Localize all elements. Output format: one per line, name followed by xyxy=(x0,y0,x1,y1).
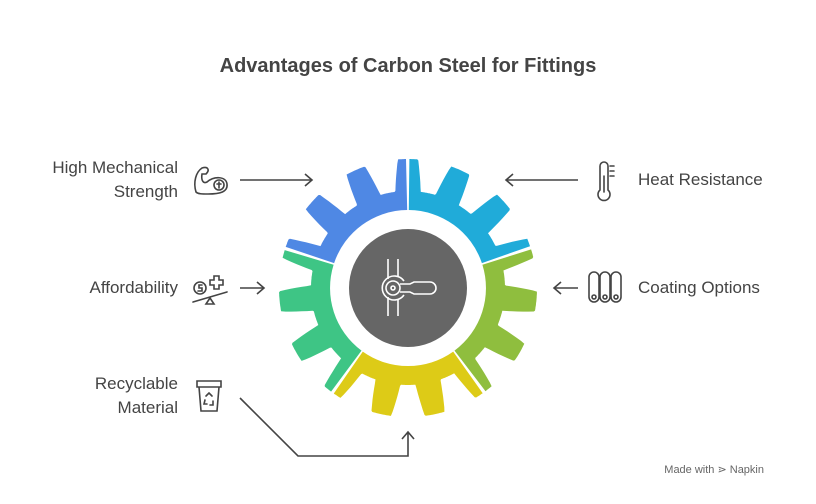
arrow-affordability xyxy=(240,281,266,295)
flexed-arm-icon xyxy=(194,166,228,195)
arrow-recyclable-material xyxy=(239,397,415,457)
label-line: Strength xyxy=(113,182,178,201)
label-line: High Mechanical xyxy=(52,158,178,177)
label-high-mechanical-strength: High Mechanical Strength xyxy=(52,156,178,204)
segment-heat-resistance xyxy=(408,159,530,264)
segment-affordability xyxy=(279,250,362,392)
thermometer-icon xyxy=(597,161,615,202)
label-coating-options: Coating Options xyxy=(638,278,760,297)
arrow-heat-resistance xyxy=(504,173,578,187)
pipe-fitting-icon xyxy=(381,259,437,316)
connectors xyxy=(239,173,578,457)
gear xyxy=(279,159,537,416)
segment-high-mechanical-strength xyxy=(285,159,408,264)
segment-coating-options xyxy=(454,249,537,392)
dollar-scale-icon xyxy=(192,275,228,305)
arrow-coating-options xyxy=(552,281,578,295)
label-recyclable-material: Recyclable Material xyxy=(95,372,178,420)
label-heat-resistance: Heat Resistance xyxy=(638,170,763,189)
center-circle xyxy=(349,229,467,347)
diagram-title: Advantages of Carbon Steel for Fittings xyxy=(219,55,597,77)
label-line: Material xyxy=(117,398,178,417)
label-line: Recyclable xyxy=(94,374,178,393)
watermark: Made with ⋗ Napkin xyxy=(664,464,764,476)
segment-recyclable-material xyxy=(333,351,483,416)
pipes-icon xyxy=(588,271,622,303)
recycle-bin-icon xyxy=(196,380,222,412)
arrow-high-mechanical-strength xyxy=(240,173,314,187)
label-affordability: Affordability xyxy=(89,278,178,297)
